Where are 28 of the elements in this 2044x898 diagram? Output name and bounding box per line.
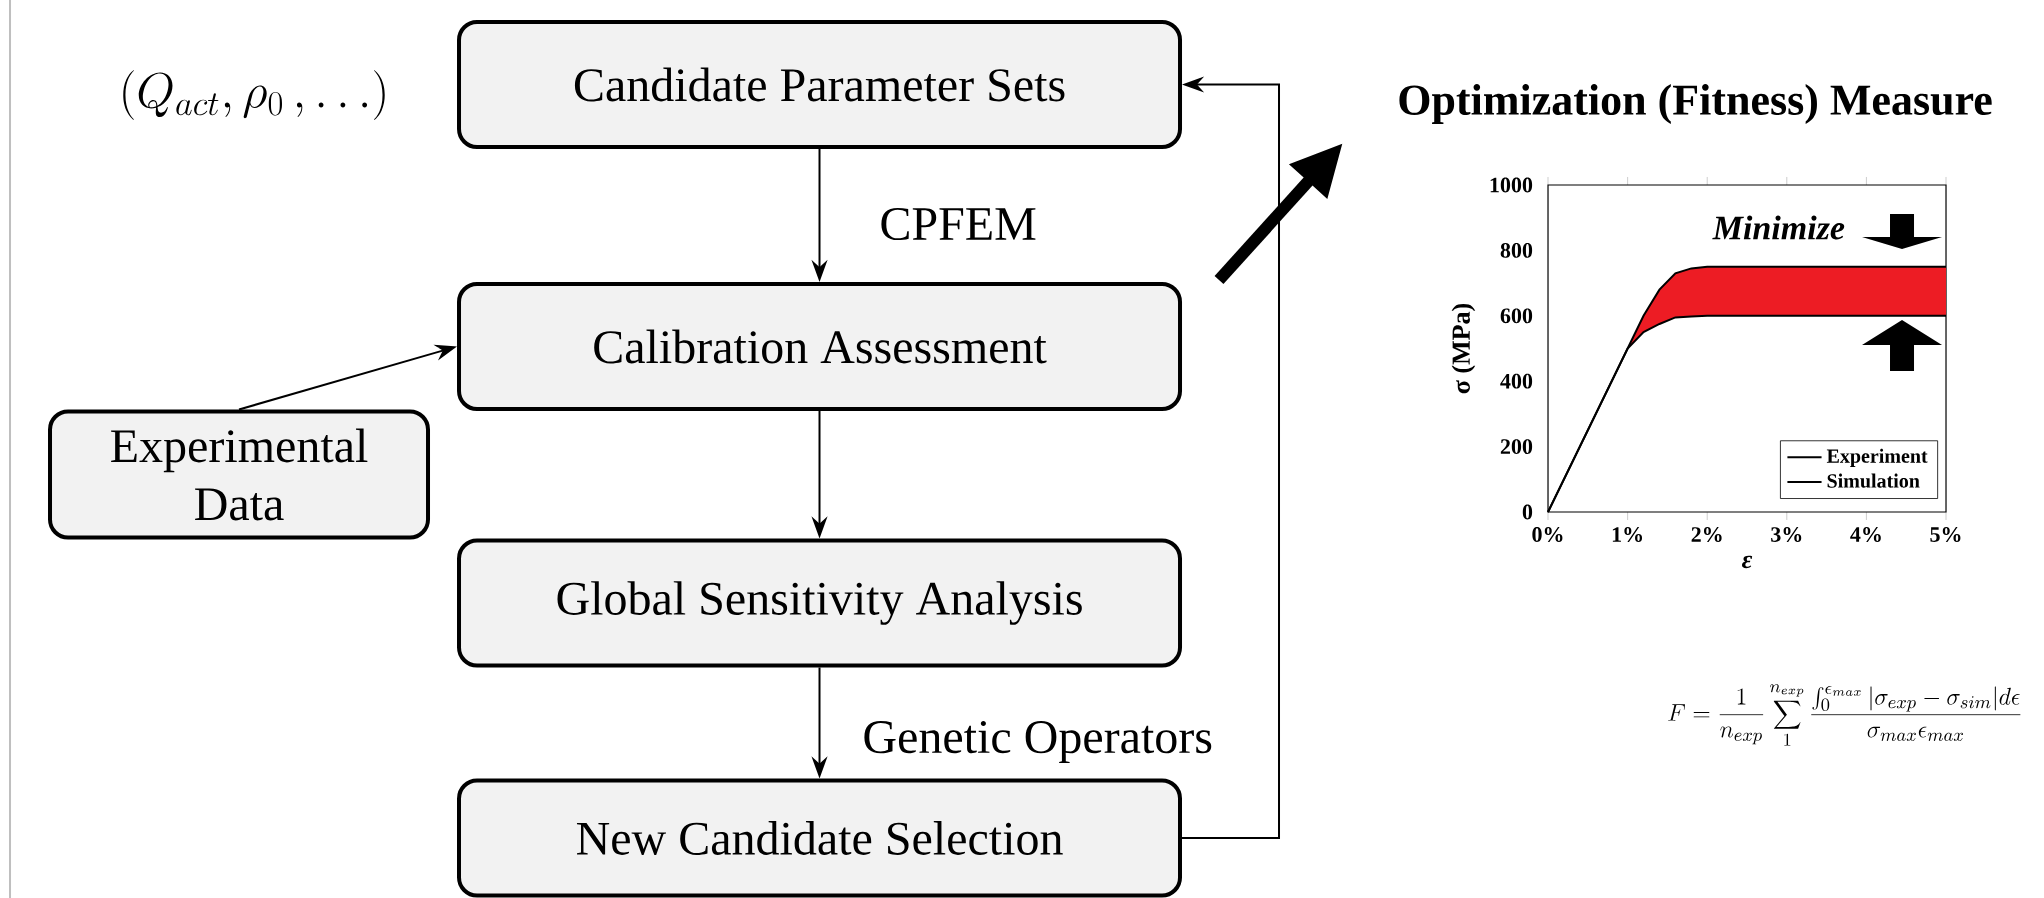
x-tick-label: 2% (1691, 527, 1722, 542)
y-tick-label: 400 (1500, 373, 1533, 389)
y-tick-label: 0 (1522, 504, 1533, 520)
line-chart: 0% 1% 2% 3% 4% 5% 0 200 400 600 800 1000 Minimize ε σ (MPa) Experiment Simulation (1451, 176, 1961, 569)
process-box: Global Sensitivity Analysis (457, 538, 1182, 668)
process-box: Experimental Data (48, 409, 430, 540)
x-tick-label: 1% (1612, 527, 1643, 542)
x-tick-label: 4% (1850, 527, 1881, 542)
parameter-formula: $(Q_{act}, \rho_0\,, \ldots)$ (123, 70, 385, 120)
x-tick-label: 0% (1532, 527, 1563, 542)
annotation: Minimize (1712, 215, 1845, 240)
y-axis-title: σ (MPa) (1451, 303, 1476, 394)
legend-label: Experiment (1826, 448, 1928, 467)
legend-label: Simulation (1827, 473, 1920, 488)
fitness-formula: $F = \frac{1}{n_{exp}} \sum_{1}^{n_{exp}} \frac{\int_0^{\epsilon_{max}} |\sigma_{exp} - \sigma_{sim}| d\epsilon}{\sigma_{max}\epsilon_{max}}$ (1668, 684, 2021, 746)
x-tick-label: 5% (1930, 527, 1961, 542)
x-axis-title: ε (1741, 555, 1753, 569)
process-box: Candidate Parameter Sets (457, 20, 1182, 149)
process-box: Calibration Assessment (457, 282, 1182, 411)
edge-label: CPFEM (875, 203, 1041, 245)
chart-title: Optimization (Fitness) Measure (1399, 84, 1992, 124)
x-tick-label: 3% (1771, 527, 1802, 542)
edge-label: Genetic Operators (858, 717, 1217, 767)
y-tick-label: 200 (1500, 439, 1533, 455)
y-tick-label: 800 (1500, 242, 1533, 258)
process-box: New Candidate Selection (457, 778, 1182, 898)
y-tick-label: 1000 (1490, 177, 1533, 193)
y-tick-label: 600 (1500, 308, 1533, 324)
